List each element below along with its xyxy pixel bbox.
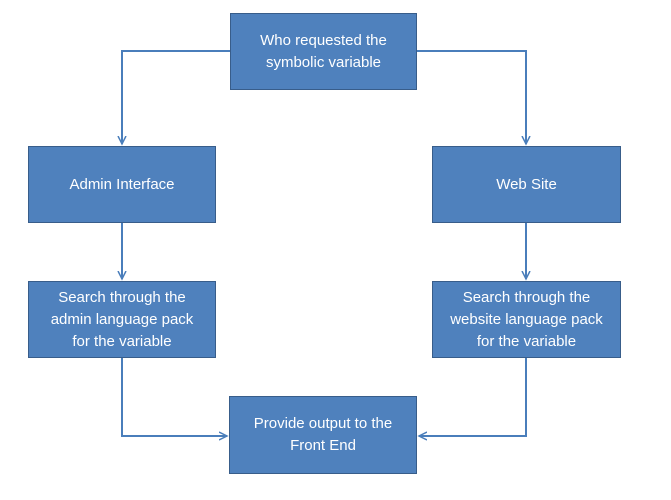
- edge-admin-search-to-output: [121, 358, 227, 436]
- edge-top-to-admin: [122, 50, 230, 144]
- node-web-site: Web Site: [432, 146, 621, 223]
- node-admin-interface: Admin Interface: [28, 146, 216, 223]
- node-web-search: Search through the website language pack…: [432, 281, 621, 358]
- edge-web-search-to-output: [419, 358, 527, 436]
- node-provide-output: Provide output to the Front End: [229, 396, 417, 474]
- node-who-requested: Who requested the symbolic variable: [230, 13, 417, 90]
- edge-top-to-web: [417, 50, 526, 144]
- node-admin-search: Search through the admin language pack f…: [28, 281, 216, 358]
